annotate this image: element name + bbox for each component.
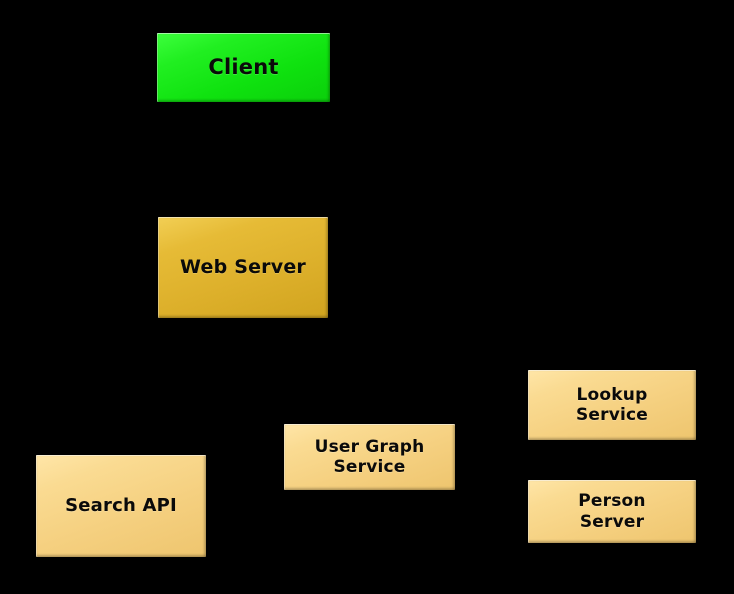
node-search-api[interactable]: Search API: [36, 455, 206, 557]
node-web-server[interactable]: Web Server: [158, 217, 328, 318]
node-person-server[interactable]: Person Server: [528, 480, 696, 543]
node-label-person-server: Person Server: [578, 491, 646, 532]
node-label-lookup-service: Lookup Service: [575, 384, 649, 425]
node-user-graph-service[interactable]: User Graph Service: [284, 424, 455, 490]
node-label-client: Client: [208, 55, 279, 80]
node-label-user-graph-service: User Graph Service: [314, 436, 425, 477]
node-lookup-service[interactable]: Lookup Service: [528, 370, 696, 440]
node-client[interactable]: Client: [157, 33, 330, 102]
node-label-web-server: Web Server: [180, 256, 306, 279]
node-label-search-api: Search API: [65, 495, 177, 517]
